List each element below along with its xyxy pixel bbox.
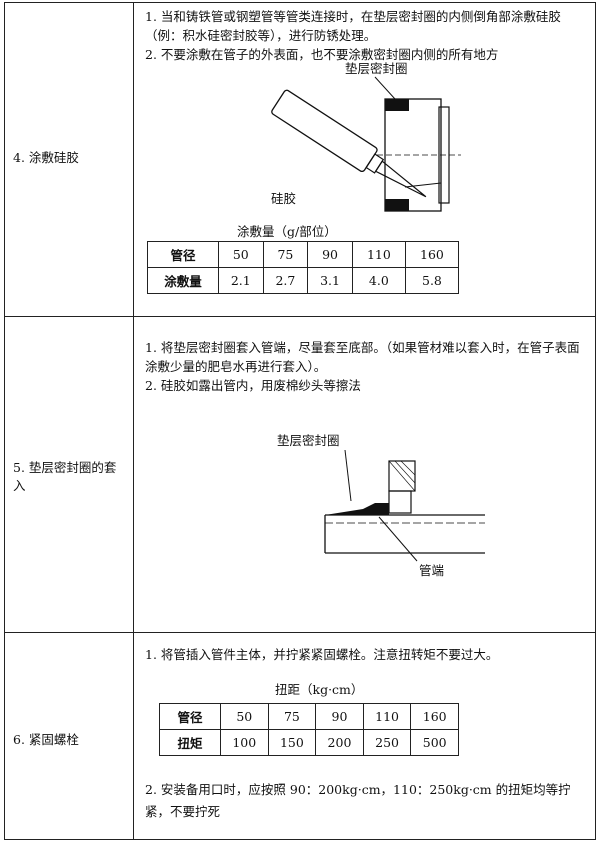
table-cell: 3.1 — [307, 267, 353, 294]
table-cell: 160 — [410, 703, 459, 730]
step-5-label: 5. 垫层密封圈的套入 — [13, 460, 117, 493]
step-4-instruction-2: 2. 不要涂敷在管子的外表面，也不要涂敷密封圈内侧的所有地方 — [145, 47, 499, 62]
table-cell: 110 — [362, 703, 412, 730]
table-header-cell: 管径 — [147, 241, 219, 268]
table-cell: 200 — [315, 729, 364, 756]
table-cell: 75 — [267, 703, 317, 730]
step-6-instruction-2: 2. 安装备用口时，应按照 90：200kg·cm，110：250kg·cm 的… — [145, 782, 571, 819]
step-5-instruction-1: 1. 将垫层密封圈套入管端，尽量套至底部。（如果管材难以套入时，在管子表面涂敷少… — [145, 340, 580, 374]
step-4-table-caption: 涂敷量（g/部位） — [237, 224, 337, 239]
table-cell: 110 — [351, 241, 406, 268]
table-cell: 75 — [262, 241, 309, 268]
silicone-callout: 硅胶 — [271, 191, 296, 206]
seal-ring-callout-2: 垫层密封圈 — [277, 433, 340, 448]
instruction-table: 4. 涂敷硅胶 1. 当和铸铁管或钢塑管等管类连接时，在垫层密封圈的内侧倒角部涂… — [4, 2, 596, 840]
table-cell: 4.0 — [351, 267, 406, 294]
table-row: 扭矩 100 150 200 250 500 — [159, 729, 459, 756]
row-divider-2 — [5, 632, 595, 633]
table-cell: 100 — [220, 729, 269, 756]
table-header-cell: 管径 — [159, 703, 221, 730]
pipe-end-callout: 管端 — [419, 563, 444, 578]
table-cell: 90 — [307, 241, 353, 268]
table-cell: 500 — [410, 729, 459, 756]
silicone-application-diagram: 垫层密封圈 硅胶 — [271, 61, 461, 212]
table-cell: 2.1 — [218, 267, 264, 294]
step-4-label: 4. 涂敷硅胶 — [13, 150, 79, 165]
step-6-label: 6. 紧固螺栓 — [13, 732, 79, 747]
column-divider — [133, 3, 134, 839]
table-row: 管径 50 75 90 110 160 — [147, 241, 460, 268]
table-cell: 50 — [220, 703, 269, 730]
table-row: 管径 50 75 90 110 160 — [159, 703, 459, 730]
step-6-table-caption: 扭距（kg·cm） — [275, 682, 364, 697]
coating-amount-table: 管径 50 75 90 110 160 涂敷量 2.1 2.7 3.1 4.0 … — [147, 241, 460, 294]
seal-insertion-diagram: 垫层密封圈 管端 — [277, 433, 485, 578]
table-cell: 90 — [315, 703, 364, 730]
nozzle — [374, 160, 427, 198]
silicone-tube — [271, 89, 378, 173]
torque-table: 管径 50 75 90 110 160 扭矩 100 150 200 250 5… — [159, 703, 459, 756]
table-cell: 5.8 — [404, 267, 460, 294]
step-5-instruction-2: 2. 硅胶如露出管内，用废棉纱头等擦法 — [145, 378, 361, 393]
table-row: 涂敷量 2.1 2.7 3.1 4.0 5.8 — [147, 267, 460, 294]
table-cell: 50 — [218, 241, 264, 268]
table-cell: 250 — [362, 729, 412, 756]
table-header-cell: 扭矩 — [159, 729, 221, 756]
step-4-instruction-1: 1. 当和铸铁管或钢塑管等管类连接时，在垫层密封圈的内侧倒角部涂敷硅胶（例：积水… — [145, 9, 561, 43]
seal-ring-top — [385, 99, 409, 111]
table-header-cell: 涂敷量 — [147, 267, 219, 294]
seal-ring — [325, 503, 389, 515]
step-4-instructions: 1. 当和铸铁管或钢塑管等管类连接时，在垫层密封圈的内侧倒角部涂敷硅胶（例：积水… — [145, 7, 585, 64]
table-cell: 160 — [404, 241, 460, 268]
table-cell: 150 — [267, 729, 317, 756]
step-6-instruction-1: 1. 将管插入管件主体，并拧紧紧固螺栓。注意扭转矩不要过大。 — [145, 647, 499, 662]
seal-ring-callout: 垫层密封圈 — [345, 61, 408, 76]
table-cell: 2.7 — [262, 267, 309, 294]
row-divider-1 — [5, 316, 595, 317]
step-5-instructions: 1. 将垫层密封圈套入管端，尽量套至底部。（如果管材难以套入时，在管子表面涂敷少… — [145, 338, 585, 395]
seal-ring-bottom — [385, 199, 409, 211]
